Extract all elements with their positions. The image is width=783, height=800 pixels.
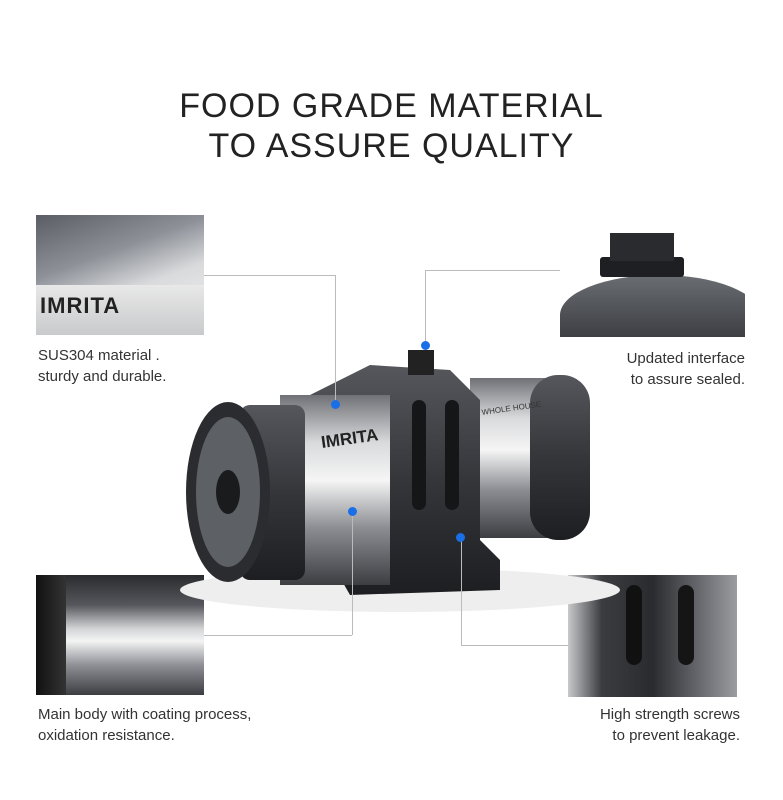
callout-dot <box>421 341 430 350</box>
detail-image-interface <box>560 215 745 337</box>
brand-logo-closeup: IMRITA <box>40 293 121 318</box>
detail-image-screws <box>568 575 737 697</box>
callout-dot <box>456 533 465 542</box>
caption-line: SUS304 material . <box>38 347 160 364</box>
caption-line: High strength screws <box>599 706 740 723</box>
detail-image-coating <box>36 575 204 695</box>
caption-line: Updated interface <box>626 350 745 367</box>
headline-line-1: FOOD GRADE MATERIAL <box>179 87 604 125</box>
callout-line <box>425 270 426 345</box>
callout-line <box>204 275 335 276</box>
caption-line: oxidation resistance. <box>38 727 175 744</box>
callout-line <box>204 635 352 636</box>
headline-line-2: TO ASSURE QUALITY <box>208 127 575 165</box>
caption-line: to prevent leakage. <box>612 727 740 744</box>
caption-line: Main body with coating process, <box>38 706 252 723</box>
callout-line <box>335 275 336 404</box>
caption-line: sturdy and durable. <box>38 368 167 385</box>
callout-line <box>461 537 462 645</box>
callout-line <box>461 645 568 646</box>
callout-screws: High strength screws to prevent leakage. <box>600 704 740 746</box>
detail-image-steel-logo: IMRITA <box>36 215 204 335</box>
callout-coating: Main body with coating process, oxidatio… <box>38 704 251 746</box>
callout-line <box>425 270 560 271</box>
caption-line: to assure sealed. <box>630 371 745 388</box>
callout-interface: Updated interface to assure sealed. <box>627 348 745 390</box>
callout-sus304: SUS304 material . sturdy and durable. <box>38 345 166 387</box>
callout-line <box>352 511 353 635</box>
callout-dot <box>348 507 357 516</box>
callout-dot <box>331 400 340 409</box>
